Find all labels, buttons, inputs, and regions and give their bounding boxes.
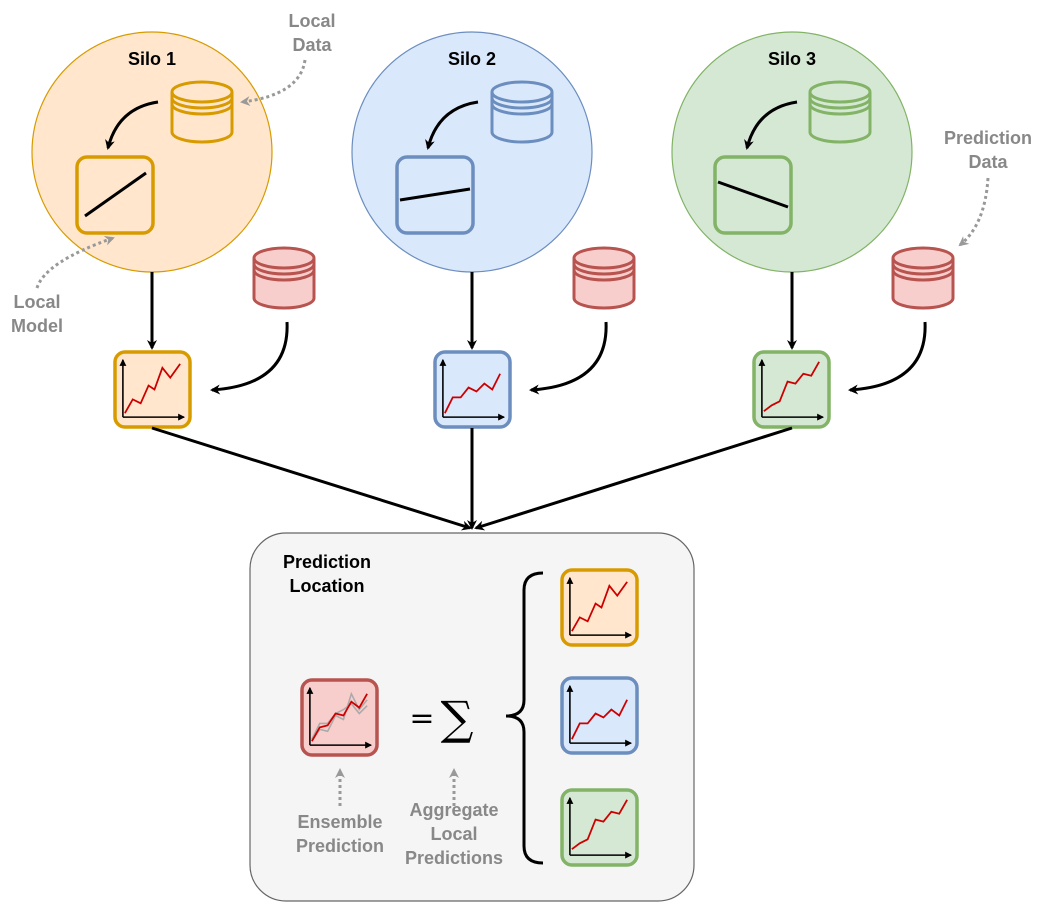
local-data-database-icon	[490, 80, 554, 144]
prediction-data-database-icon	[891, 246, 955, 310]
training-arrow	[105, 100, 159, 150]
prediction-data-annotation: Prediction	[944, 128, 1032, 148]
prediction-location-title: Location	[290, 576, 365, 596]
local-model-icon	[395, 155, 475, 235]
aggregation-arrow	[151, 426, 472, 531]
sum-symbol: ∑	[441, 691, 474, 745]
prediction-data-database-icon	[572, 246, 636, 310]
prediction-data-arrow	[210, 321, 289, 395]
local-prediction-plot-icon	[113, 350, 192, 429]
local-data-database-icon	[808, 80, 872, 144]
ensemble-prediction-plot-icon	[300, 678, 379, 757]
local-prediction-plot-icon	[433, 350, 512, 429]
local-prediction-plot-icon	[752, 350, 831, 429]
prediction-data-pointer-arrow	[958, 177, 990, 247]
silo-3-title: Silo 3	[768, 49, 816, 69]
silo-2-title: Silo 2	[448, 49, 496, 69]
curly-brace	[505, 571, 544, 865]
aggregation-arrow	[474, 426, 793, 531]
prediction-location-title: Prediction	[283, 552, 371, 572]
local-model-annotation: Model	[11, 316, 63, 336]
local-data-annotation: Local	[288, 11, 335, 31]
local-data-pointer-arrow	[240, 59, 307, 107]
local-model-pointer-arrow	[35, 235, 115, 289]
aggregated-prediction-plot-icon	[560, 788, 639, 867]
aggregate-predictions-annotation: Predictions	[405, 848, 503, 868]
training-arrow	[744, 100, 798, 150]
aggregated-prediction-plot-icon	[560, 676, 639, 755]
equals-sign: =	[409, 701, 434, 736]
ensemble-prediction-annotation: Ensemble	[297, 812, 382, 832]
prediction-data-arrow	[848, 321, 927, 395]
prediction-data-annotation: Data	[968, 152, 1008, 172]
local-model-icon	[713, 155, 793, 235]
training-arrow	[425, 100, 479, 150]
local-data-annotation: Data	[292, 35, 332, 55]
aggregate-predictions-annotation: Aggregate	[409, 800, 498, 820]
local-model-annotation: Local	[13, 292, 60, 312]
prediction-data-arrow	[529, 321, 608, 395]
silo-1-title: Silo 1	[128, 49, 176, 69]
aggregated-prediction-plot-icon	[560, 568, 639, 647]
aggregate-predictions-annotation: Local	[430, 824, 477, 844]
local-data-database-icon	[170, 80, 234, 144]
local-model-icon	[75, 155, 155, 235]
prediction-data-database-icon	[252, 246, 316, 310]
ensemble-prediction-annotation: Prediction	[296, 836, 384, 856]
